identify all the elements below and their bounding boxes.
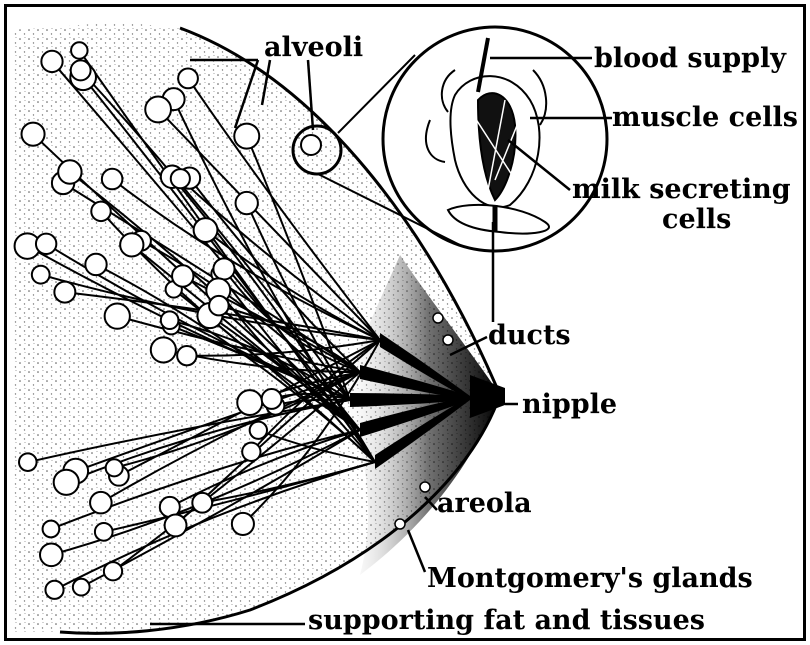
alveolus <box>71 60 91 80</box>
alveolus <box>54 470 79 495</box>
label-blood-supply: blood supply <box>594 45 786 72</box>
alveolus <box>242 443 260 461</box>
alveolus <box>234 124 259 149</box>
alveolus <box>73 579 90 596</box>
alveolus <box>102 169 123 190</box>
alveolus <box>171 169 190 188</box>
alveolus <box>45 581 63 599</box>
alveolus <box>22 123 45 146</box>
alveolus <box>19 453 37 471</box>
alveolus <box>192 493 212 513</box>
label-ducts: ducts <box>488 322 571 349</box>
alveolus <box>95 523 113 541</box>
alveolus <box>250 422 267 439</box>
alveolus <box>209 296 229 316</box>
alveolus <box>104 562 122 580</box>
alveolus <box>106 459 123 476</box>
montgomery-gland <box>443 335 453 345</box>
alveolus <box>145 97 171 123</box>
alveolus <box>262 389 282 409</box>
label-milk-secreting: milk secreting <box>572 176 791 203</box>
alveolus <box>178 68 198 88</box>
alveolus <box>85 254 106 275</box>
alveolus <box>90 492 112 514</box>
montgomery-gland <box>395 519 405 529</box>
alveolus <box>120 233 143 256</box>
alveolus <box>58 160 81 183</box>
alveolus <box>165 514 187 536</box>
alveolus <box>41 51 62 72</box>
alveolus <box>151 337 176 362</box>
alveolus <box>40 544 63 567</box>
alveolus <box>172 265 193 286</box>
label-areola: areola <box>437 490 532 517</box>
alveolus <box>43 521 60 538</box>
montgomery-gland <box>433 313 443 323</box>
label-alveoli: alveoli <box>264 34 363 61</box>
alveolus <box>161 311 179 329</box>
alveolus <box>232 513 254 535</box>
alveolus <box>213 258 234 279</box>
alveolus <box>71 42 88 59</box>
label-supporting-fat: supporting fat and tissues <box>308 607 705 634</box>
alveolus <box>54 282 75 303</box>
alveolus <box>236 192 258 214</box>
alveolus <box>32 266 50 284</box>
alveolus <box>237 390 262 415</box>
alveolus <box>194 218 218 242</box>
alveolus <box>177 346 196 365</box>
alveolus <box>36 234 56 254</box>
label-milk-secreting-cells: cells <box>662 206 731 233</box>
montgomery-gland <box>420 482 430 492</box>
label-nipple: nipple <box>522 391 617 418</box>
label-muscle-cells: muscle cells <box>612 104 798 131</box>
alveolus <box>105 304 130 329</box>
label-montgomerys-glands: Montgomery's glands <box>427 565 753 592</box>
alveolus <box>91 202 110 221</box>
